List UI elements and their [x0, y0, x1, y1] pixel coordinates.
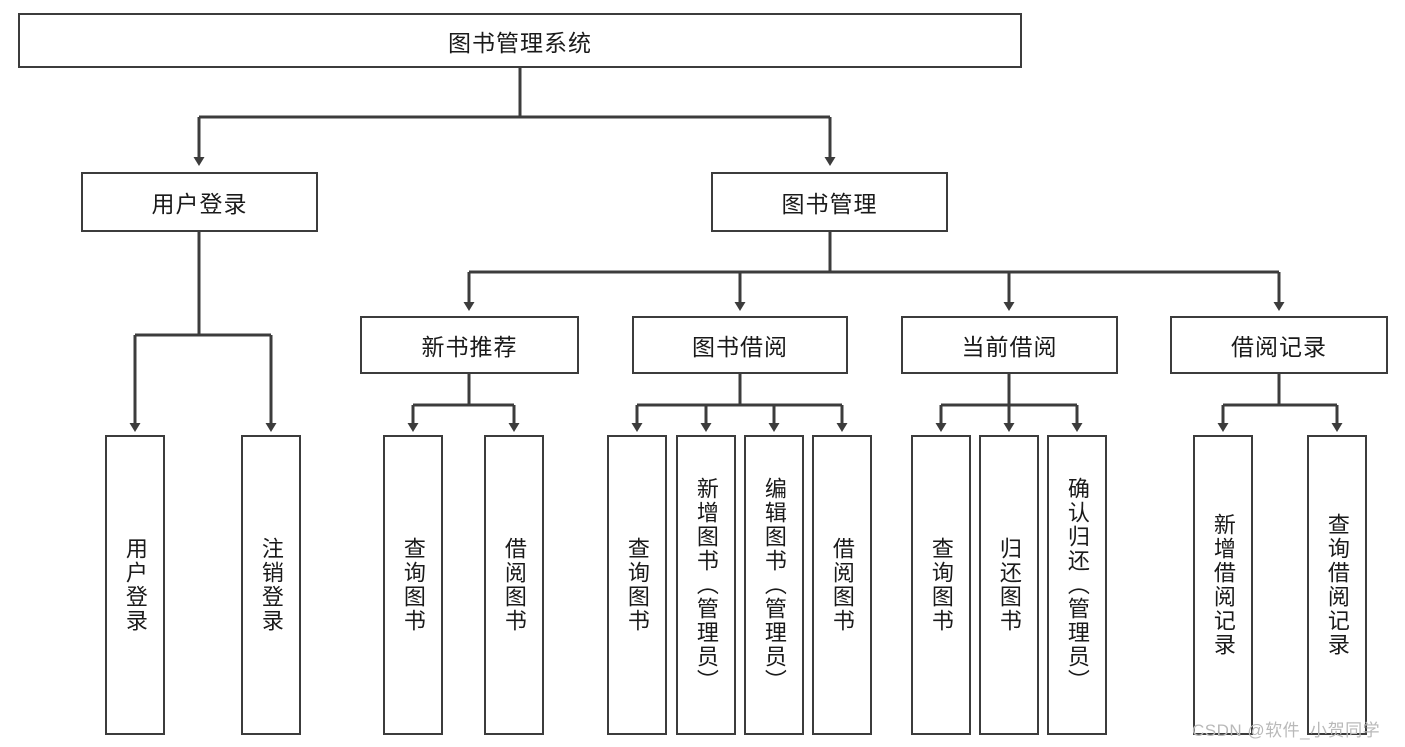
- leaf-borrow-record-2[interactable]: 查询借阅记录: [1307, 435, 1367, 735]
- leaf-user-login-1-label: 用户登录: [122, 537, 148, 633]
- leaf-book-borrow-4-label: 借阅图书: [829, 537, 855, 633]
- leaf-current-borrow-2-label: 归还图书: [996, 537, 1022, 633]
- node-book-borrow[interactable]: 图书借阅: [632, 316, 848, 374]
- leaf-book-borrow-2-label: 新增图书（管理员）: [693, 477, 719, 693]
- leaf-book-borrow-3-label: 编辑图书（管理员）: [761, 477, 787, 693]
- leaf-current-borrow-3[interactable]: 确认归还（管理员）: [1047, 435, 1107, 735]
- csdn-watermark: CSDN @软件_小贺同学: [1192, 721, 1381, 740]
- leaf-book-borrow-3[interactable]: 编辑图书（管理员）: [744, 435, 804, 735]
- leaf-new-book-1-label: 查询图书: [400, 537, 426, 633]
- leaf-user-login-2-label: 注销登录: [258, 537, 284, 633]
- leaf-borrow-record-1[interactable]: 新增借阅记录: [1193, 435, 1253, 735]
- leaf-book-borrow-1-label: 查询图书: [624, 537, 650, 633]
- node-book-borrow-label: 图书借阅: [692, 334, 788, 360]
- leaf-new-book-2-label: 借阅图书: [501, 537, 527, 633]
- leaf-book-borrow-2[interactable]: 新增图书（管理员）: [676, 435, 736, 735]
- node-book-manage-label: 图书管理: [781, 191, 878, 217]
- leaf-user-login-2[interactable]: 注销登录: [241, 435, 301, 735]
- node-user-login[interactable]: 用户登录: [81, 172, 318, 232]
- node-book-manage[interactable]: 图书管理: [711, 172, 948, 232]
- leaf-new-book-1[interactable]: 查询图书: [383, 435, 443, 735]
- leaf-user-login-1[interactable]: 用户登录: [105, 435, 165, 735]
- node-current-borrow[interactable]: 当前借阅: [901, 316, 1118, 374]
- node-new-book-recommend-label: 新书推荐: [421, 334, 518, 360]
- node-root[interactable]: 图书管理系统: [18, 13, 1022, 68]
- node-root-label: 图书管理系统: [448, 29, 592, 56]
- node-borrow-record-label: 借阅记录: [1231, 334, 1327, 360]
- leaf-book-borrow-1[interactable]: 查询图书: [607, 435, 667, 735]
- node-current-borrow-label: 当前借阅: [961, 334, 1058, 360]
- leaf-current-borrow-1[interactable]: 查询图书: [911, 435, 971, 735]
- leaf-current-borrow-3-label: 确认归还（管理员）: [1064, 477, 1090, 693]
- leaf-book-borrow-4[interactable]: 借阅图书: [812, 435, 872, 735]
- leaf-borrow-record-1-label: 新增借阅记录: [1210, 513, 1236, 657]
- node-borrow-record[interactable]: 借阅记录: [1170, 316, 1388, 374]
- leaf-current-borrow-2[interactable]: 归还图书: [979, 435, 1039, 735]
- leaf-borrow-record-2-label: 查询借阅记录: [1324, 513, 1350, 657]
- node-user-login-label: 用户登录: [151, 191, 248, 217]
- leaf-current-borrow-1-label: 查询图书: [928, 537, 954, 633]
- node-new-book-recommend[interactable]: 新书推荐: [360, 316, 579, 374]
- leaf-new-book-2[interactable]: 借阅图书: [484, 435, 544, 735]
